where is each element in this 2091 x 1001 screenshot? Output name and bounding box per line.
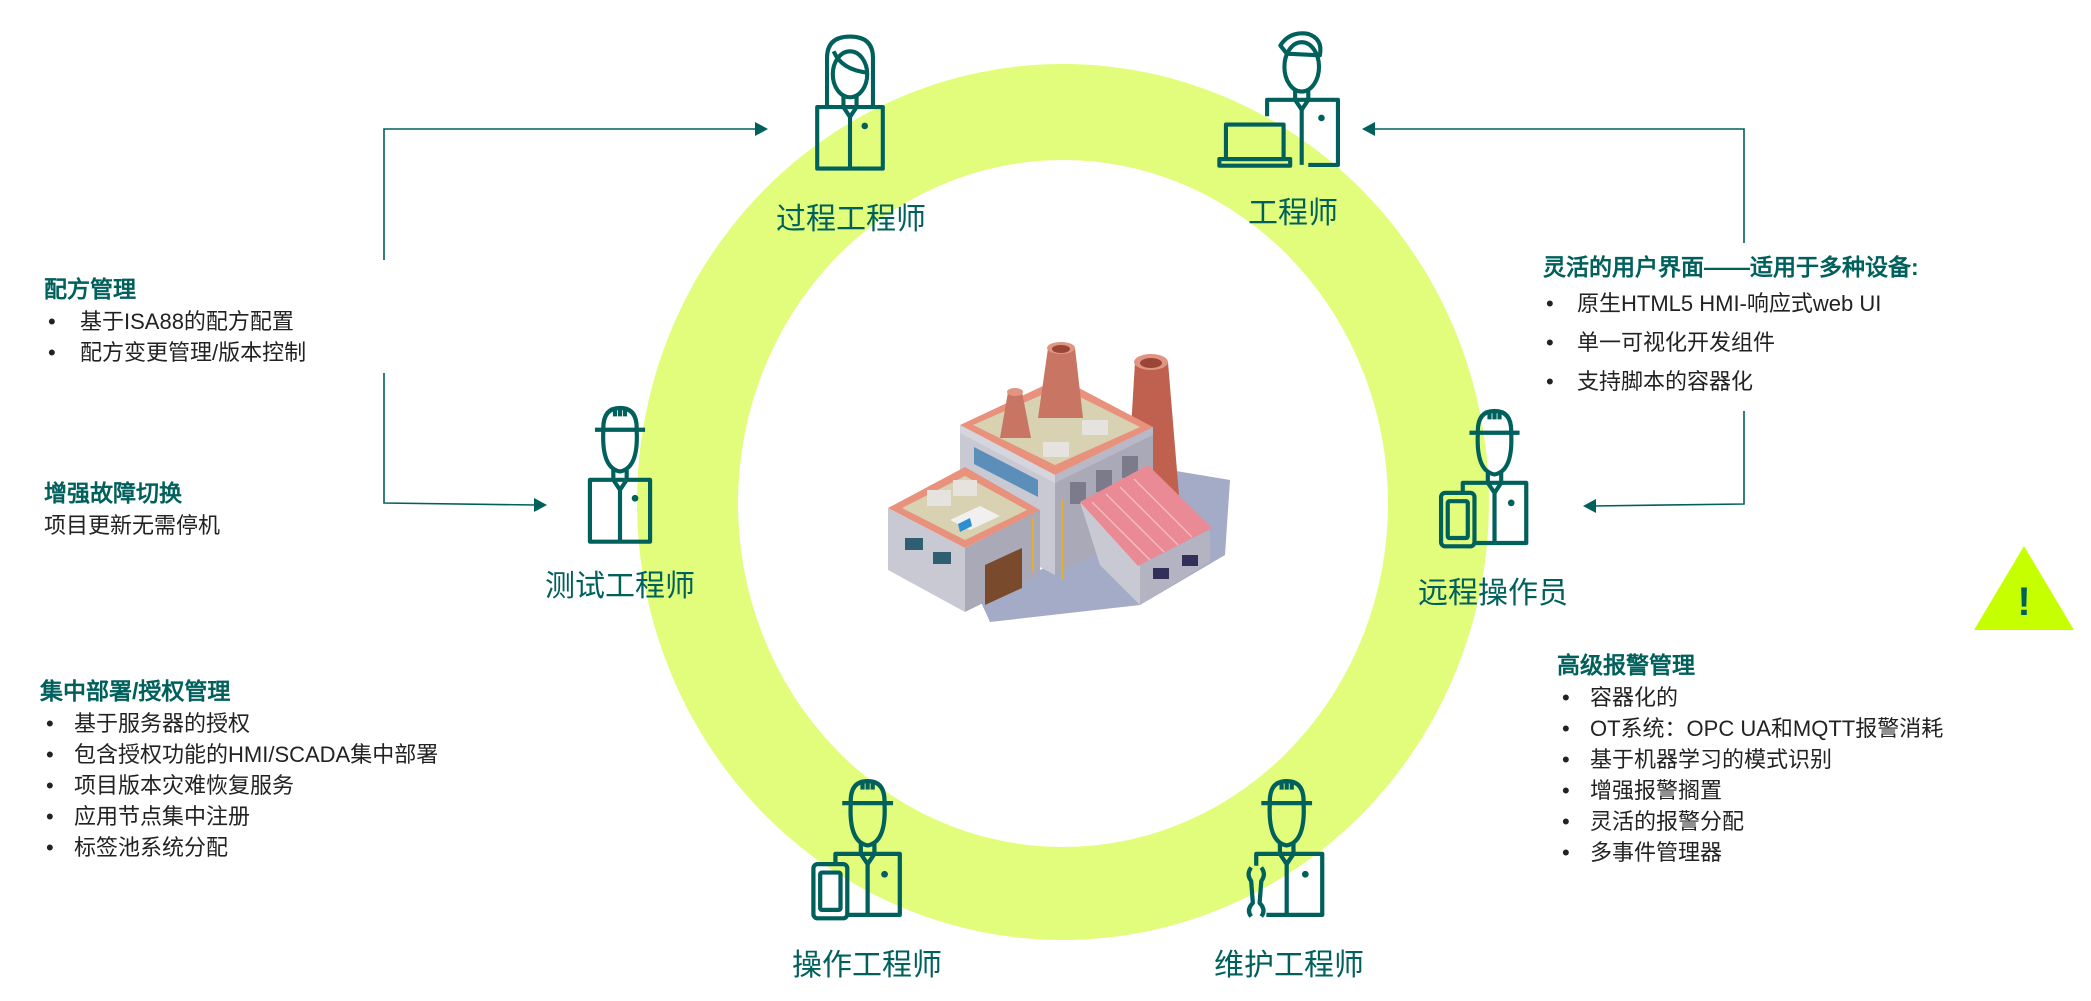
arrow-recipe-to-process-engineer: [383, 128, 760, 260]
arrow-failover-to-test-engineer: [383, 373, 537, 506]
factory-illustration: [888, 342, 1230, 622]
list-item: •增强报警搁置: [1562, 778, 1723, 803]
list-item: •OT系统：OPC UA和MQTT报警消耗: [1562, 716, 1944, 741]
arrowhead: [1362, 122, 1375, 136]
failover-text: 项目更新无需停机: [44, 513, 221, 538]
list-item: •标签池系统分配: [46, 835, 229, 860]
list-item: •包含授权功能的HMI/SCADA集中部署: [46, 742, 439, 767]
role-label-engineer: 工程师: [1248, 197, 1338, 230]
warning-exclamation: !: [2017, 580, 2031, 624]
role-label-remote-operator: 远程操作员: [1418, 577, 1568, 610]
remote-operator-tablet-icon: [1437, 406, 1537, 553]
process-engineer-icon: [809, 33, 891, 178]
list-item: •灵活的报警分配: [1562, 809, 1745, 834]
list-item: •容器化的: [1562, 685, 1679, 710]
list-item: •项目版本灾难恢复服务: [46, 773, 295, 798]
failover-block: 增强故障切换 项目更新无需停机: [44, 478, 220, 541]
list-item: •应用节点集中注册: [46, 804, 251, 829]
operations-engineer-tablet-icon: [810, 776, 910, 925]
maintenance-engineer-wrench-icon: [1241, 776, 1329, 925]
arrow-ui-to-engineer: [1372, 128, 1745, 243]
list-item: •基于ISA88的配方配置: [48, 309, 294, 334]
role-label-process-engineer: 过程工程师: [776, 203, 926, 236]
list-item: •单一可视化开发组件: [1546, 330, 1776, 355]
list-item: •基于服务器的授权: [46, 711, 251, 736]
failover-title: 增强故障切换: [44, 480, 182, 506]
list-item: •原生HTML5 HMI-响应式web UI: [1546, 291, 1882, 316]
recipe-title: 配方管理: [44, 276, 136, 302]
list-item: •基于机器学习的模式识别: [1562, 747, 1833, 772]
alarm-title: 高级报警管理: [1557, 652, 1695, 678]
deployment-block: 集中部署/授权管理 •基于服务器的授权 •包含授权功能的HMI/SCADA集中部…: [40, 676, 438, 863]
arrowhead: [534, 498, 547, 512]
arrow-ui-to-remote-operator: [1591, 411, 1745, 507]
test-engineer-icon: [578, 403, 662, 550]
arrowhead: [1583, 499, 1596, 513]
deployment-title: 集中部署/授权管理: [40, 678, 231, 704]
role-label-test-engineer: 测试工程师: [545, 570, 695, 603]
role-label-maintenance-engineer: 维护工程师: [1214, 949, 1364, 982]
role-label-operations-engineer: 操作工程师: [792, 949, 942, 982]
warning-icon: !: [1974, 546, 2074, 630]
flexible-ui-title: 灵活的用户界面——适用于多种设备:: [1543, 254, 1919, 280]
alarm-management-block: 高级报警管理 •容器化的 •OT系统：OPC UA和MQTT报警消耗 •基于机器…: [1557, 650, 1943, 868]
recipe-management-block: 配方管理 •基于ISA88的配方配置 •配方变更管理/版本控制: [44, 274, 306, 368]
engineer-laptop-icon: [1216, 29, 1340, 174]
list-item: •多事件管理器: [1562, 840, 1723, 865]
arrowhead: [755, 122, 768, 136]
list-item: •支持脚本的容器化: [1546, 369, 1754, 394]
list-item: •配方变更管理/版本控制: [48, 340, 307, 365]
flexible-ui-block: 灵活的用户界面——适用于多种设备: •原生HTML5 HMI-响应式web UI…: [1543, 252, 1919, 401]
